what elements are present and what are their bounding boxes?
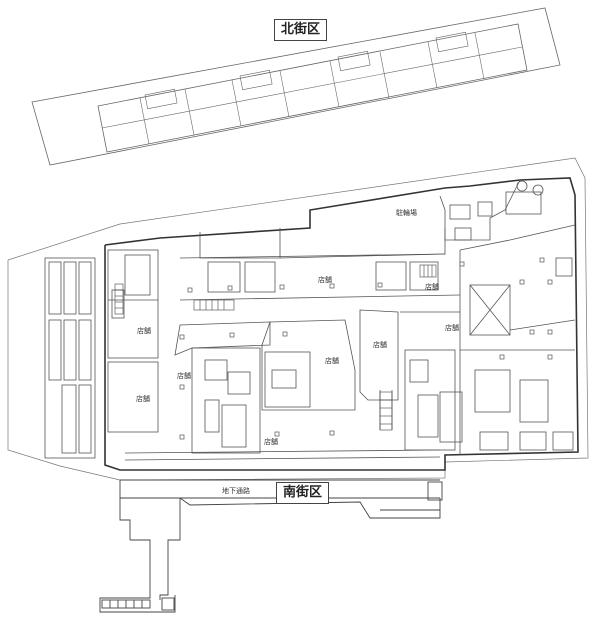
- south-district-label: 南街区: [276, 482, 330, 504]
- shop-label: 店舗: [136, 395, 150, 403]
- shop-label: 店舗: [137, 327, 151, 335]
- shop-label: 店舗: [264, 438, 278, 446]
- shop-label: 店舗: [373, 341, 387, 349]
- shop-label: 店舗: [425, 283, 439, 291]
- shop-label: 店舗: [318, 276, 332, 284]
- shop-label: 店舗: [177, 372, 191, 380]
- north-district-block: [31, 7, 561, 166]
- structural-columns: [179, 257, 553, 440]
- underground-passage: [99, 479, 443, 613]
- underground-passage-label: 地下通路: [222, 487, 250, 495]
- escalators: [114, 264, 437, 431]
- shop-label: 店舗: [445, 324, 459, 332]
- west-bays: [44, 257, 96, 459]
- parking-label: 駐輪場: [396, 209, 417, 217]
- north-district-label: 北街区: [274, 19, 328, 41]
- interior-walls: [107, 179, 576, 461]
- shop-label: 店舗: [325, 357, 339, 365]
- building-outline: [104, 177, 579, 471]
